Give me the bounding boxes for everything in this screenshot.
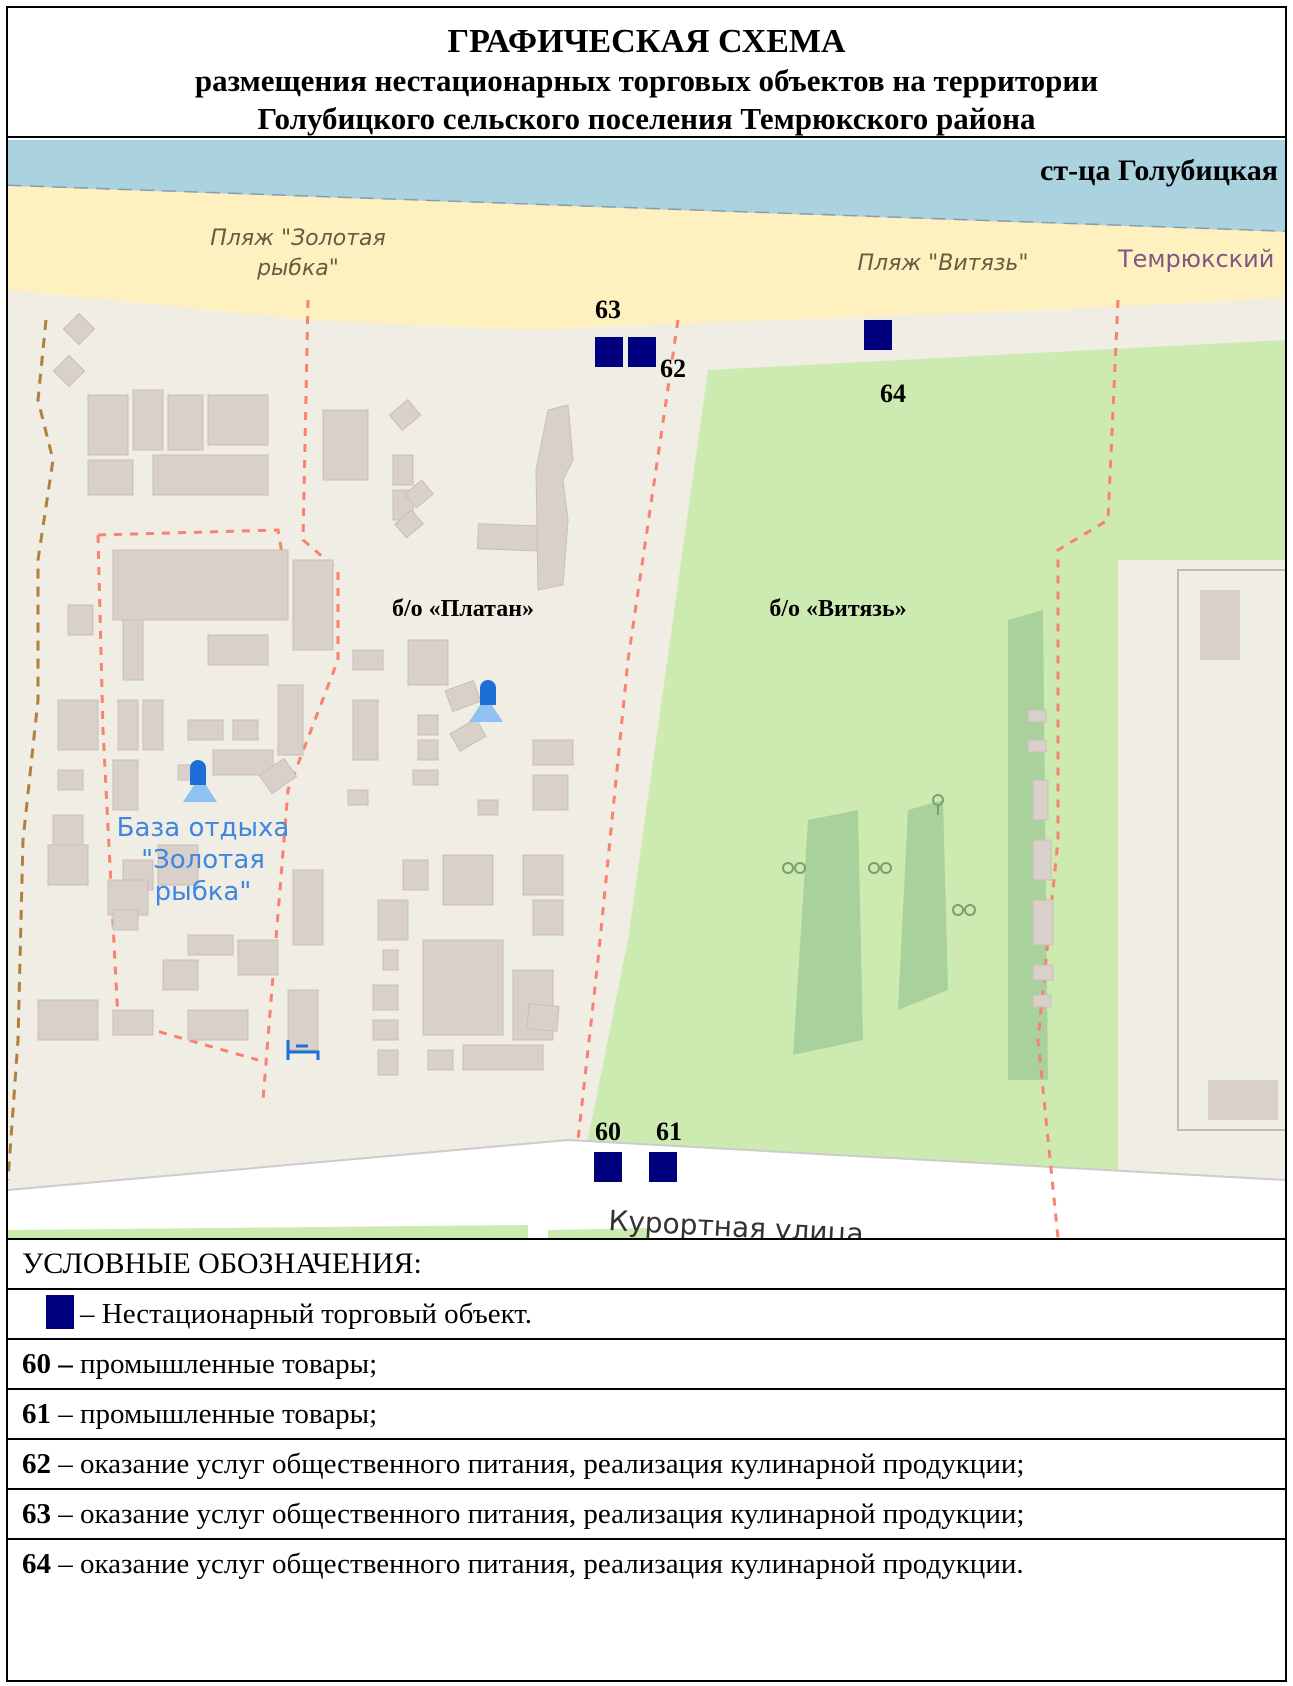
legend-title: УСЛОВНЫЕ ОБОЗНАЧЕНИЯ: bbox=[8, 1238, 1285, 1288]
legend-symbol-row: – Нестационарный торговый объект. bbox=[8, 1288, 1285, 1338]
dirt-track bbox=[8, 319, 55, 1181]
object-label-61: 61 bbox=[656, 1117, 682, 1146]
grove-1 bbox=[793, 810, 863, 1055]
settlement-label: ст-ца Голубицкая bbox=[1040, 154, 1278, 187]
object-label-60: 60 bbox=[595, 1117, 621, 1146]
object-label-64: 64 bbox=[880, 379, 906, 408]
trade-object-62[interactable] bbox=[628, 337, 656, 367]
beach-zolotaya-label-2: рыбка" bbox=[256, 256, 339, 281]
road-edge bbox=[567, 1139, 1285, 1181]
base-platan-label: б/о «Платан» bbox=[392, 596, 534, 622]
district-label: Темрюкский bbox=[1117, 245, 1274, 273]
map-canvas: ст-ца Голубицкая Пляж "Золотая рыбка" Пл… bbox=[8, 140, 1285, 1238]
hotel-icon bbox=[286, 1040, 320, 1060]
legend-item-number: 64 bbox=[22, 1548, 51, 1580]
legend-item: 63 – оказание услуг общественного питани… bbox=[8, 1488, 1285, 1538]
header: ГРАФИЧЕСКАЯ СХЕМА размещения нестационар… bbox=[8, 8, 1285, 138]
map[interactable]: ст-ца Голубицкая Пляж "Золотая рыбка" Пл… bbox=[8, 140, 1285, 1238]
legend-item: 64 – оказание услуг общественного питани… bbox=[8, 1538, 1285, 1588]
right-boundary bbox=[1177, 569, 1285, 1131]
legend-item-number: 61 bbox=[22, 1398, 51, 1430]
grass-strip bbox=[8, 1225, 528, 1238]
grove-2 bbox=[898, 800, 948, 1010]
legend-item-number: 63 bbox=[22, 1498, 51, 1530]
legend-item-text: – оказание услуг общественного питания, … bbox=[51, 1498, 1025, 1530]
legend-item-text: – оказание услуг общественного питания, … bbox=[51, 1548, 1024, 1580]
legend-item-number: 62 bbox=[22, 1448, 51, 1480]
buildings-rotated bbox=[52, 312, 574, 1032]
tourism-icon-platan bbox=[469, 680, 503, 722]
page-frame bbox=[6, 6, 1287, 1682]
page-subtitle-line1: размещения нестационарных торговых объек… bbox=[194, 63, 1099, 98]
right-area bbox=[1118, 560, 1285, 1238]
legend-item: 60 – промышленные товары; bbox=[8, 1338, 1285, 1388]
grove-3 bbox=[1008, 610, 1048, 1080]
trade-objects bbox=[594, 320, 892, 1182]
trade-object-symbol bbox=[46, 1295, 74, 1329]
base-vityaz-label: б/о «Витязь» bbox=[769, 596, 906, 622]
legend-item: 61 – промышленные товары; bbox=[8, 1388, 1285, 1438]
object-label-63: 63 bbox=[595, 295, 621, 324]
legend: УСЛОВНЫЕ ОБОЗНАЧЕНИЯ: – Нестационарный т… bbox=[8, 1238, 1285, 1588]
beach-zolotaya-label-1: Пляж "Золотая bbox=[210, 226, 385, 251]
road-edge bbox=[8, 1139, 569, 1191]
trade-object-64[interactable] bbox=[864, 320, 892, 350]
trade-object-63[interactable] bbox=[595, 337, 623, 367]
grass-strip bbox=[548, 1228, 648, 1238]
tourism-icon-zolotaya bbox=[183, 760, 217, 802]
legend-item: 62 – оказание услуг общественного питани… bbox=[8, 1438, 1285, 1488]
beach-area bbox=[8, 186, 1285, 330]
trade-object-60[interactable] bbox=[594, 1152, 622, 1182]
road-kurortnaya bbox=[8, 1140, 1285, 1238]
legend-symbol-text: – Нестационарный торговый объект. bbox=[80, 1298, 533, 1330]
trade-object-61[interactable] bbox=[649, 1152, 677, 1182]
sea-area bbox=[8, 140, 1285, 232]
resort-label-3: рыбка" bbox=[155, 877, 252, 907]
resort-label-1: База отдыха bbox=[117, 813, 290, 843]
tree-icons bbox=[782, 794, 976, 916]
building bbox=[1200, 590, 1240, 660]
page-title: ГРАФИЧЕСКАЯ СХЕМА bbox=[447, 23, 846, 60]
legend-item-number: 60 – bbox=[22, 1348, 73, 1380]
beach-vityaz-label: Пляж "Витязь" bbox=[858, 251, 1029, 276]
legend-item-text: промышленные товары; bbox=[72, 1348, 378, 1380]
building bbox=[1208, 1080, 1278, 1120]
legend-item-text: – промышленные товары; bbox=[51, 1398, 378, 1430]
resort-label-2: "Золотая bbox=[141, 845, 265, 875]
page-subtitle-line2: Голубицкого сельского поселения Темрюкск… bbox=[257, 101, 1036, 136]
legend-item-text: – оказание услуг общественного питания, … bbox=[51, 1448, 1025, 1480]
park-vityaz bbox=[568, 340, 1285, 1238]
object-label-62: 62 bbox=[660, 354, 686, 383]
